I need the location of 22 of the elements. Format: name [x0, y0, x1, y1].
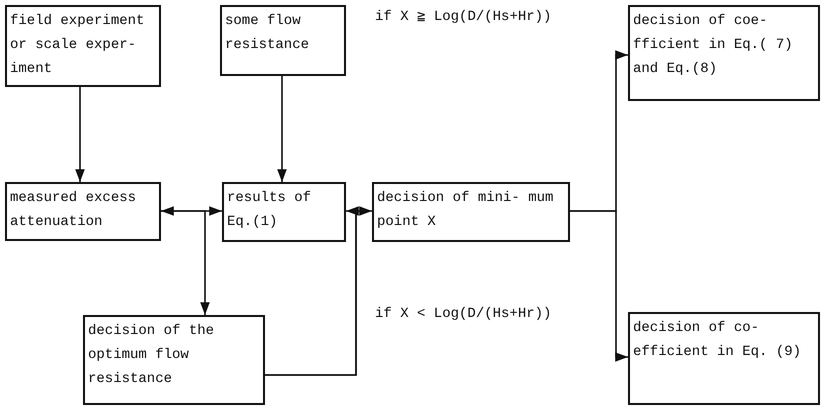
condition-label: if X ≧ Log(D/(Hs+Hr)): [375, 8, 552, 25]
condition-label: if X < Log(D/(Hs+Hr)): [375, 306, 552, 322]
process-box: [220, 5, 346, 76]
process-box: [5, 5, 161, 87]
box-text: results of Eq.(1): [227, 189, 312, 232]
box-text: decision of mini- mum point X: [377, 189, 554, 232]
process-box: [628, 312, 820, 405]
arrow: [277, 76, 287, 182]
arrow: [161, 210, 210, 315]
arrow: [75, 87, 85, 182]
process-box: [222, 182, 346, 242]
box-text: field experiment or scale exper- iment: [10, 12, 146, 79]
process-box: [628, 5, 820, 101]
arrow: [570, 210, 628, 362]
box-text: decision of the optimum flow resistance: [88, 322, 216, 389]
box-text: decision of coe- fficient in Eq.( 7) and Eq.(8): [633, 12, 794, 79]
process-box: [83, 315, 265, 405]
process-box: [372, 182, 570, 242]
box-text: measured excess attenuation: [10, 189, 138, 232]
box-text: decision of co- efficient in Eq. (9): [633, 319, 802, 362]
process-box: [5, 182, 161, 241]
box-text: some flow resistance: [225, 12, 310, 55]
